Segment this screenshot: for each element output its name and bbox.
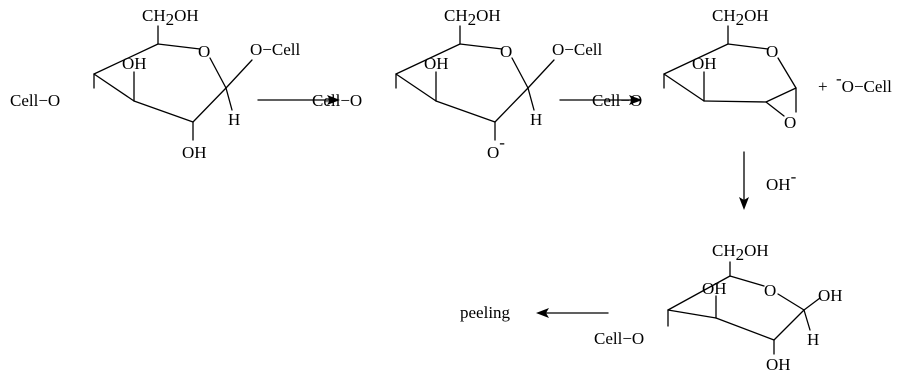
molecule-4-ring-bond [667, 275, 731, 311]
molecule-1-ring-bond [93, 43, 159, 75]
molecule-2-cell-o: Cell−O [312, 91, 362, 110]
molecule-4-ring-bond [667, 309, 717, 319]
molecule-2-o-anion: O- [487, 133, 505, 162]
molecule-3-bonds [663, 25, 797, 117]
molecule-2-ring-oxygen: O [500, 42, 512, 61]
molecule-3-epoxide-bond [765, 101, 785, 117]
molecule-1-ch2oh: CH2OH [142, 6, 199, 29]
molecule-4-ch2oh: CH2OH [712, 241, 769, 264]
molecule-4-h-bond [803, 309, 811, 331]
molecule-1-ring-bond [192, 87, 227, 123]
molecule-4-ring-bond [773, 309, 805, 341]
molecule-2-alkoxide-intermediate: CH2OH O O−Cell OH H Cell−O O- [312, 6, 602, 162]
molecule-3-oh-c3: OH [692, 54, 717, 73]
molecule-4-ring-oxygen: O [764, 281, 776, 300]
molecule-1-ocell-bond [225, 59, 253, 89]
molecule-2-o-cell: O−Cell [552, 40, 602, 59]
molecule-1-ring-bond [209, 57, 227, 89]
reaction-arrow-4 [536, 308, 609, 318]
molecule-3-ring-bond [727, 43, 769, 50]
molecule-1-oh-c3: OH [122, 54, 147, 73]
molecule-2-ring-bond [494, 87, 529, 123]
molecule-1-ring-bond [157, 43, 201, 50]
molecule-2-ocell-bond [527, 59, 555, 89]
molecule-3-ring-oxygen: O [766, 42, 778, 61]
molecule-3-ring-bond [777, 57, 797, 89]
reagent-hydroxide: OH- [766, 167, 797, 194]
molecule-4-bonds [667, 261, 821, 355]
peeling-label: peeling [460, 303, 511, 322]
molecule-2-bonds [395, 25, 555, 141]
molecule-4-cell-o: Cell−O [594, 329, 644, 348]
molecule-1-cellulose-unit: CH2OH O O−Cell OH H Cell−O OH [10, 6, 300, 162]
molecule-3-ring-bond [663, 43, 729, 75]
molecule-2-ring-bond [395, 43, 461, 75]
molecule-3-ch2oh: CH2OH [712, 6, 769, 29]
molecule-4-reducing-end: CH2OH O OH OH H Cell−O OH [594, 241, 843, 374]
molecule-3-ring-bond [663, 73, 705, 102]
molecule-1-o-cell: O−Cell [250, 40, 300, 59]
molecule-4-ring-bond [777, 293, 805, 311]
plus-sign: + [818, 77, 828, 96]
molecule-2-oh-c3: OH [424, 54, 449, 73]
molecule-2-ring-bond [395, 73, 437, 102]
molecule-1-oh-c2: OH [182, 143, 207, 162]
molecule-1-ring-oxygen: O [198, 42, 210, 61]
reaction-arrow-1 [257, 95, 340, 105]
molecule-2-ring-bond [435, 100, 496, 123]
reaction-arrow-3 [739, 151, 749, 210]
molecule-4-ring-bond [715, 317, 775, 341]
molecule-2-ring-bond [459, 43, 503, 50]
molecule-1-cell-o: Cell−O [10, 91, 60, 110]
molecule-3-epoxide-intermediate: CH2OH O OH Cell−O O + -O−Cell [592, 6, 892, 132]
reaction-arrow-2 [559, 95, 642, 105]
molecule-1-bonds [93, 25, 253, 141]
molecule-3-cell-o: Cell−O [592, 91, 642, 110]
molecule-4-oh-c2: OH [766, 355, 791, 374]
molecule-2-ring-bond [511, 57, 529, 89]
molecule-2-ch2oh: CH2OH [444, 6, 501, 29]
molecule-1-h-bond [225, 87, 233, 111]
molecule-4-oh-c1: OH [818, 286, 843, 305]
molecule-4-oh-c1-bond [803, 297, 821, 311]
molecule-3-epoxide-oxygen: O [784, 113, 796, 132]
molecule-2-h: H [530, 110, 542, 129]
molecule-2-h-bond [527, 87, 535, 111]
molecule-1-ring-bond [133, 100, 194, 123]
molecule-3-ring-bond [765, 87, 797, 103]
molecule-4-oh-c3: OH [702, 279, 727, 298]
molecule-4-h: H [807, 330, 819, 349]
cellulose-alkoxide-leaving-group: -O−Cell [836, 69, 892, 96]
molecule-1-h: H [228, 110, 240, 129]
molecule-4-ring-bond [729, 275, 765, 287]
molecule-3-ring-bond [703, 100, 767, 103]
molecule-1-ring-bond [93, 73, 135, 102]
